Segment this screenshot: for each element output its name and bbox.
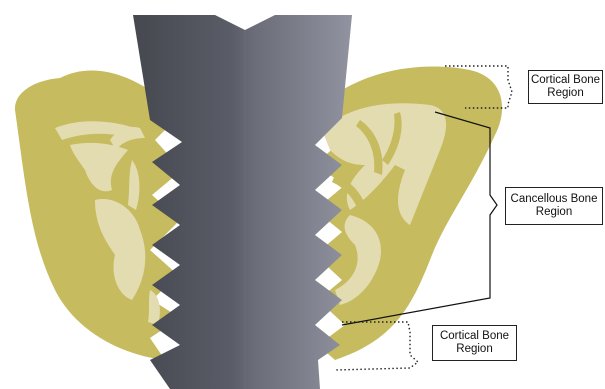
cortical-bone-bottom-label: Cortical Bone Region xyxy=(432,325,517,361)
cortical-bone-top-label: Cortical Bone Region xyxy=(528,70,603,104)
cancellous-bone-line2: Region xyxy=(536,206,572,219)
cortical-bone-bottom-line1: Cortical Bone xyxy=(440,330,509,343)
cortical-bone-top-line1: Cortical Bone xyxy=(531,74,600,87)
cortical-bone-top-line2: Region xyxy=(547,87,583,100)
cancellous-bone-label: Cancellous Bone Region xyxy=(505,187,603,225)
threaded-implant xyxy=(133,15,352,389)
cancellous-bone-line1: Cancellous Bone xyxy=(511,193,598,206)
cortical-bone-bottom-line2: Region xyxy=(456,343,492,356)
